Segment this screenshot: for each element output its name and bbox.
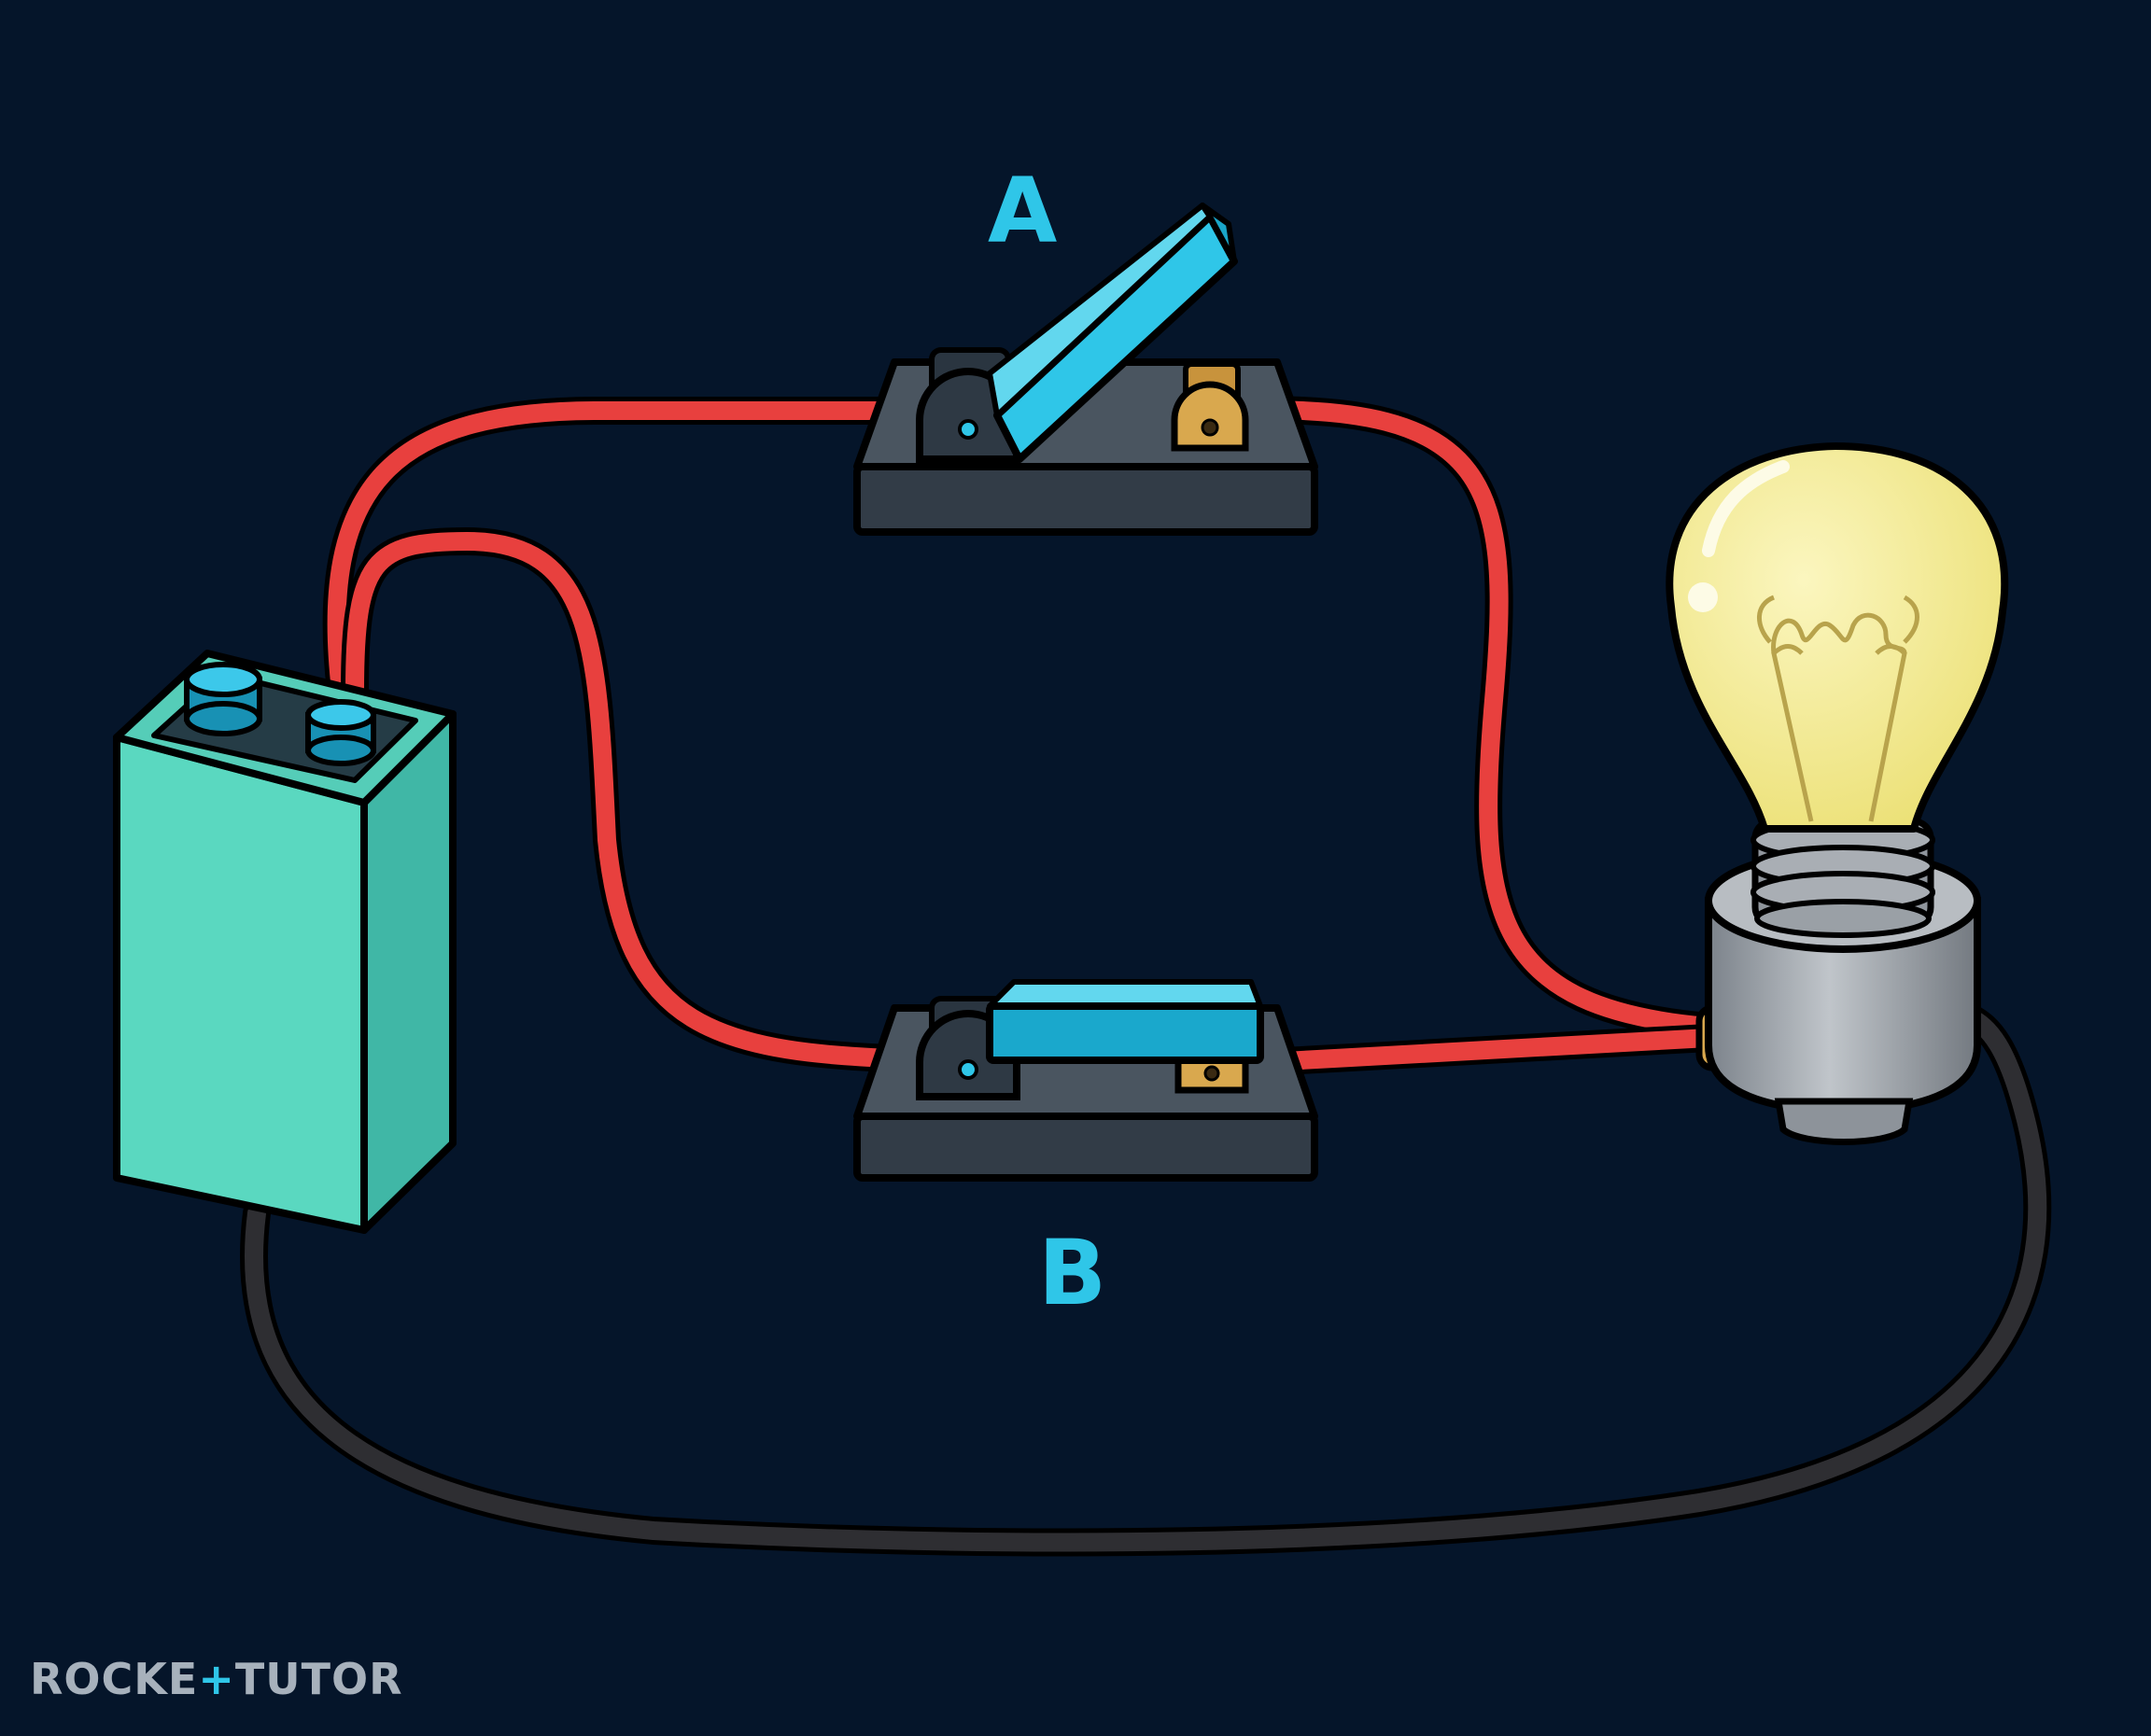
switch-b-label: B xyxy=(1038,1221,1107,1325)
switch-a-label: A xyxy=(988,159,1058,263)
battery-terminal-left xyxy=(184,662,262,736)
switch-b[interactable] xyxy=(853,979,1318,1182)
switch-b-lever[interactable] xyxy=(986,979,1264,1064)
switch-a-terminal xyxy=(1171,361,1249,452)
battery-terminal-right xyxy=(305,699,376,766)
switch-a-lever[interactable] xyxy=(987,203,1238,463)
battery xyxy=(113,650,457,1234)
black-wire xyxy=(240,1003,2052,1557)
red-wire-to-switch-a xyxy=(322,397,938,705)
logo-text-1: ROCKE xyxy=(30,1654,199,1704)
bulb-screw-base xyxy=(1750,818,1935,938)
light-bulb xyxy=(1666,442,2009,1145)
switch-a[interactable] xyxy=(853,203,1318,536)
red-wire-to-switch-b xyxy=(341,526,938,1073)
red-wire-switch-a-to-bulb xyxy=(1218,396,1722,1041)
red-wire-switch-b-to-bulb xyxy=(1218,1024,1722,1078)
brand-logo: ROCKE+TUTOR xyxy=(30,1658,403,1701)
logo-text-2: TUTO xyxy=(234,1654,370,1704)
logo-cross: + xyxy=(198,1654,235,1704)
logo-text-3: R xyxy=(369,1654,403,1704)
bulb-filament xyxy=(1757,595,1919,822)
bulb-glass xyxy=(1666,442,2009,833)
